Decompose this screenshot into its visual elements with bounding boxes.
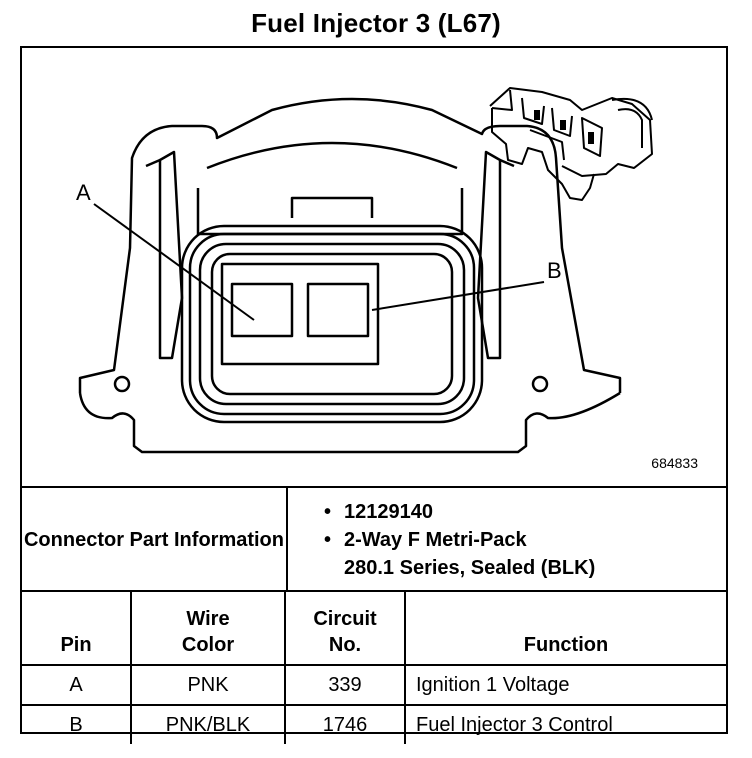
terminal-cavities	[220, 262, 380, 366]
connector-seal-rings	[180, 224, 484, 424]
pin-table-header: Pin Wire Color Circuit No. Function	[22, 590, 726, 665]
connector-drawing	[78, 87, 653, 454]
connector-part-number: 12129140	[322, 498, 726, 526]
callout-a-leader	[93, 203, 255, 321]
connector-info-values: 12129140 2-Way F Metri-Pack 280.1 Series…	[286, 486, 726, 592]
header-wire-color: Wire Color	[130, 590, 285, 665]
connector-info-table: Connector Part Information 12129140 2-Wa…	[22, 486, 726, 592]
connector-type: 2-Way F Metri-Pack	[322, 526, 726, 554]
callout-b-label: B	[547, 258, 562, 283]
diagram-title: Fuel Injector 3 (L67)	[251, 8, 501, 38]
connector-perspective-illustration	[489, 87, 653, 201]
header-pin: Pin	[22, 590, 131, 665]
header-circuit-text: Circuit No.	[313, 608, 377, 656]
row-a-wire-color: PNK	[130, 664, 285, 705]
table-row: B PNK/BLK 1746 Fuel Injector 3 Control	[22, 704, 726, 744]
connector-top-arch	[206, 141, 458, 170]
row-b-wire-color: PNK/BLK	[130, 704, 285, 744]
header-circuit: Circuit No.	[284, 590, 405, 665]
connector-housing-outline	[78, 97, 622, 454]
pin-table: Pin Wire Color Circuit No. Function A PN…	[22, 590, 726, 744]
connector-series: 280.1 Series, Sealed (BLK)	[344, 557, 596, 579]
callout-b-leader	[371, 281, 545, 311]
connector-info-label: Connector Part Information	[22, 486, 287, 592]
table-row: A PNK 339 Ignition 1 Voltage	[22, 664, 726, 705]
header-function: Function	[404, 590, 726, 665]
row-b-function: Fuel Injector 3 Control	[404, 704, 726, 744]
row-b-pin: B	[22, 704, 131, 744]
row-b-circuit: 1746	[284, 704, 405, 744]
figure-reference-number: 684833	[651, 455, 698, 471]
callout-a-label: A	[76, 180, 91, 205]
row-a-function: Ignition 1 Voltage	[404, 664, 726, 705]
row-a-pin: A	[22, 664, 131, 705]
header-wire-color-text: Wire Color	[181, 608, 235, 656]
row-a-circuit: 339	[284, 664, 405, 705]
